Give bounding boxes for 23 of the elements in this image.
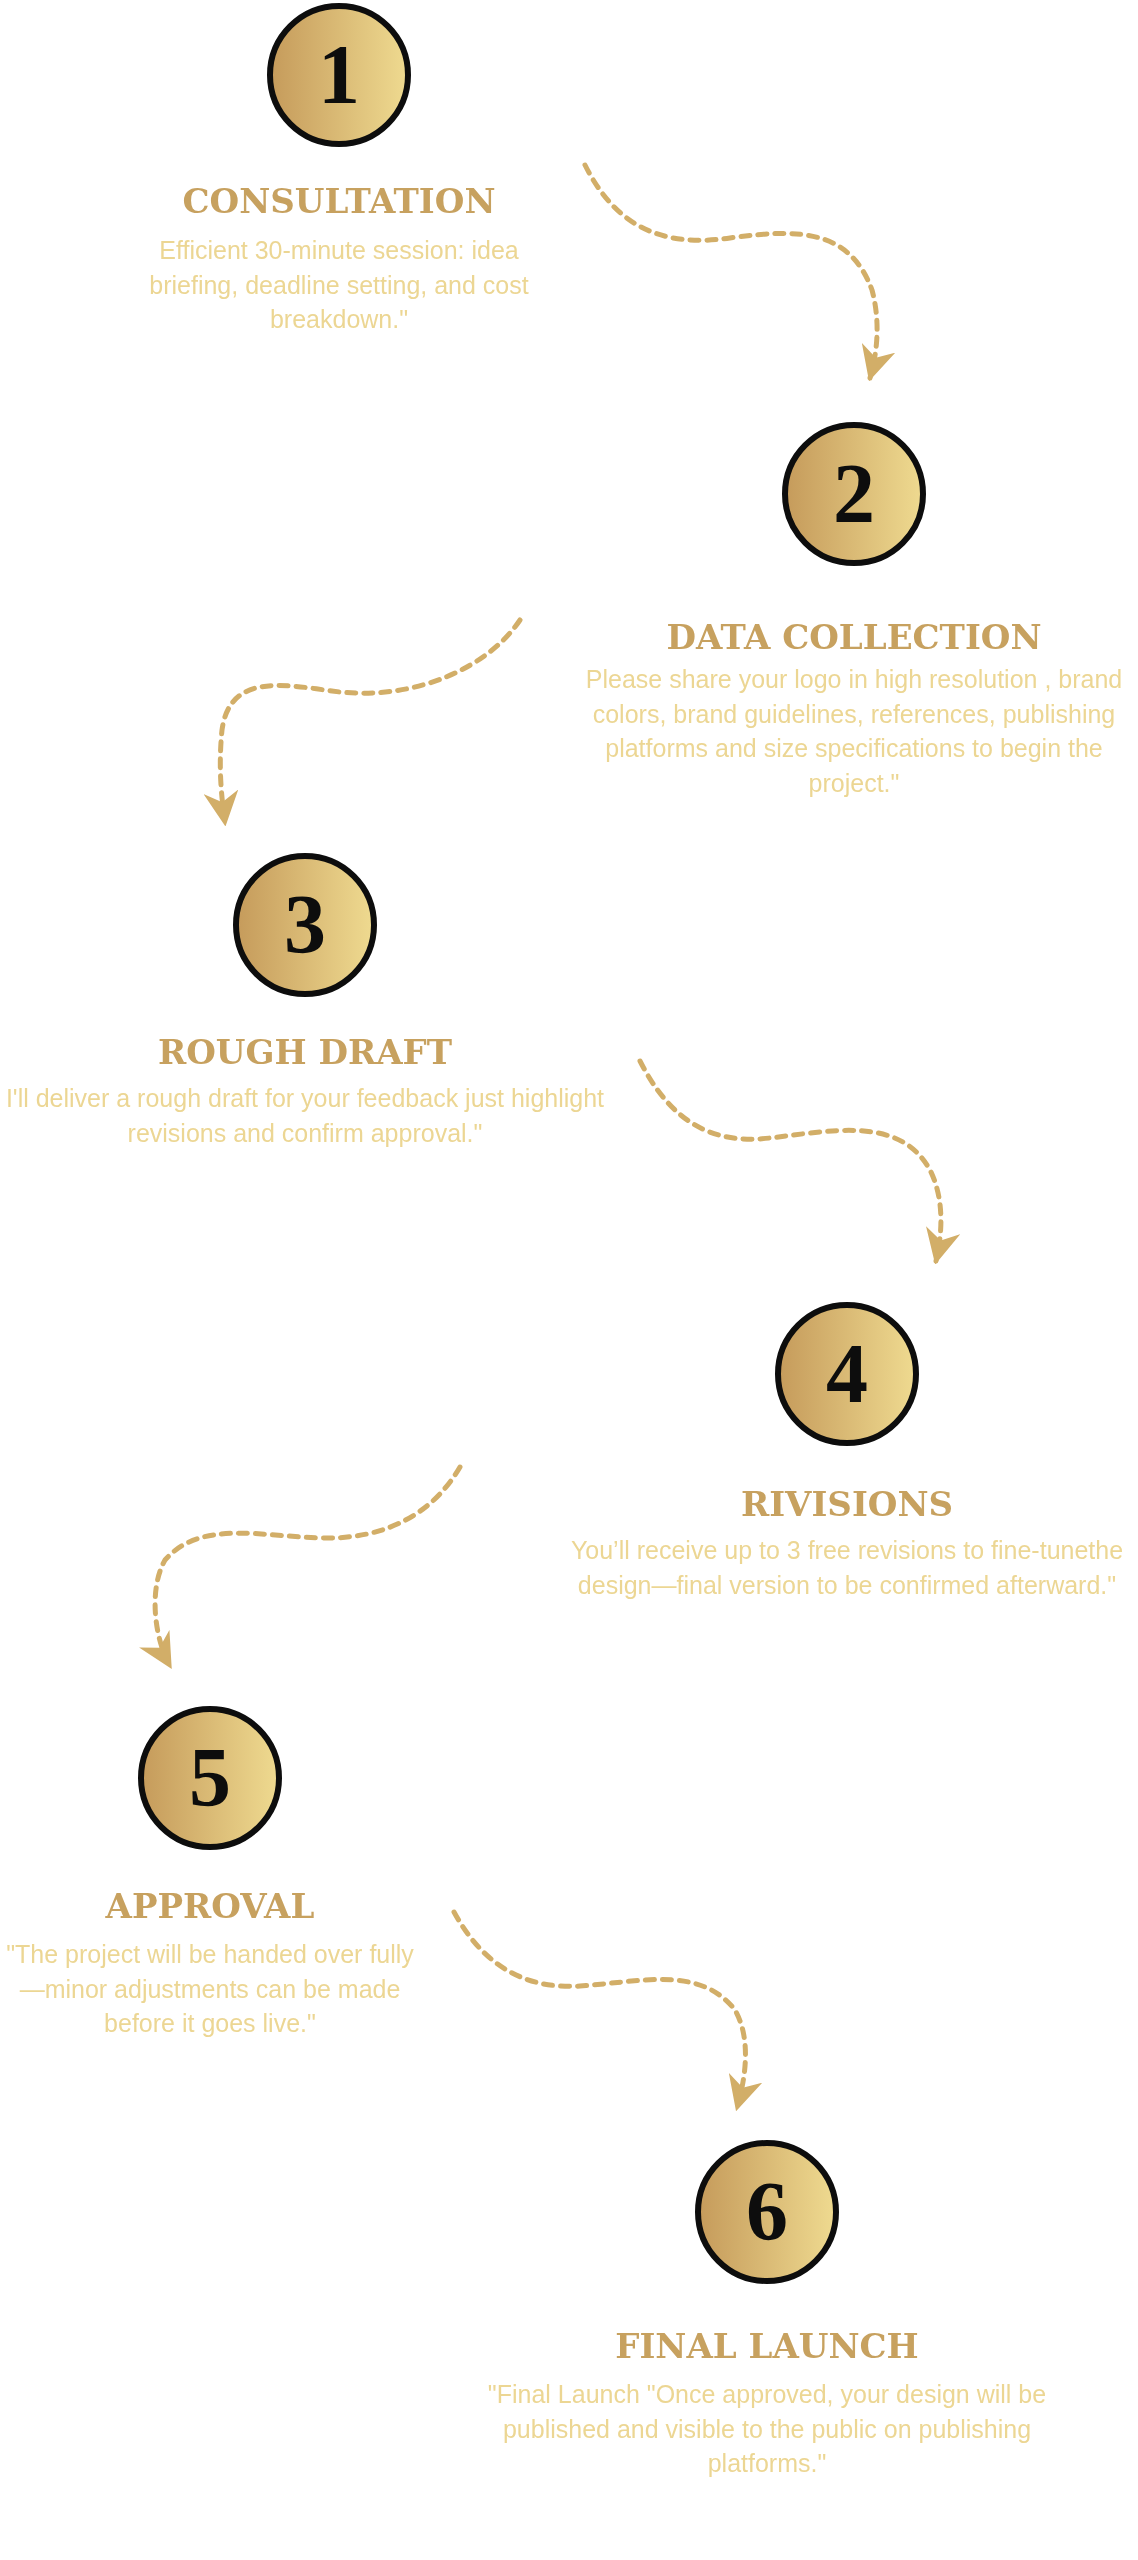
step-description: "The project will be handed over fully—minor adjustments can be made before it goes live.": [5, 1939, 415, 2039]
curved-arrow: [637, 1058, 960, 1265]
step-description: I'll deliver a rough draft for your feedback just highlight revisions and confirm approval.": [5, 1083, 605, 1149]
step-number: 2: [833, 452, 875, 536]
curved-arrow: [582, 162, 895, 382]
curved-arrow: [203, 617, 523, 827]
step-title: ROUGH DRAFT: [157, 1034, 453, 1072]
step-number: 1: [318, 33, 360, 117]
curved-arrow: [451, 1909, 763, 2112]
step-description: "Final Launch "Once approved, your design will be published and visible to the public on publishing platforms.": [486, 2379, 1048, 2479]
step-description: Please share your logo in high resolution , brand colors, brand guidelines, references, publishing platforms and size specifications to begin the project.": [584, 664, 1124, 799]
step-description: You’ll receive up to 3 free revisions to fine-tunethe design—final version to be confirmed afterward.": [569, 1535, 1125, 1601]
step-number: 6: [746, 2170, 788, 2254]
step-number: 5: [189, 1736, 231, 1820]
step-title: FINAL LAUNCH: [615, 2328, 919, 2366]
step-title: APPROVAL: [105, 1888, 315, 1926]
step-title: CONSULTATION: [182, 183, 496, 221]
step-number: 3: [284, 883, 326, 967]
step-number: 4: [826, 1332, 868, 1416]
step-title: DATA COLLECTION: [666, 619, 1042, 657]
step-title: RIVISIONS: [740, 1486, 954, 1524]
curved-arrow: [140, 1464, 463, 1670]
step-description: Efficient 30-minute session: idea briefing, deadline setting, and cost breakdown.": [148, 235, 530, 335]
